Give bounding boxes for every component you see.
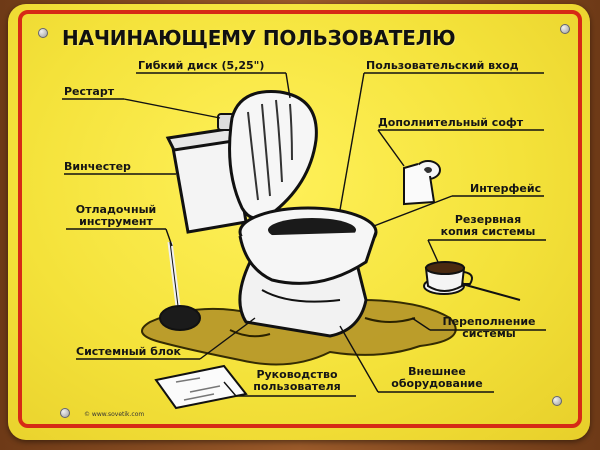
screw-top-left [38,28,48,38]
toilet-seat-lid [228,90,318,221]
label-floppy-disk: Гибкий диск (5,25") [138,59,265,72]
coffee-cup [423,261,521,301]
label-backup-line2: копия системы [440,224,536,238]
label-interface: Интерфейс [470,182,542,195]
red-sign-border [18,10,582,428]
label-user-manual: Руководство пользователя [238,369,356,392]
screw-top-right [560,24,570,34]
toilet-bowl-body [238,231,378,285]
label-hdd: Винчестер [64,160,131,173]
copyright-text: © www.sovetik.com [84,411,145,418]
label-user-login: Пользовательский вход [366,59,519,72]
screw-bottom-right [552,396,562,406]
leader-lines [62,72,546,397]
label-restart: Рестарт [64,85,115,98]
label-backup-line1: Резервная [454,213,522,226]
label-user-manual-line1: Руководство [256,368,338,381]
label-backup: Резервная копия системы [428,214,548,237]
label-debug-tool-line2: инструмент [79,214,153,228]
label-debug-tool-line1: Отладочный [75,203,157,216]
plunger [159,241,201,331]
screw-bottom-left [60,408,70,418]
toilet-pedestal-shadow [261,289,341,303]
label-external-hardware-line2: оборудование [391,376,483,390]
label-overflow-line1: Переполнение [442,315,536,328]
label-user-manual-line2: пользователя [253,379,341,393]
label-external-hardware: Внешнее оборудование [378,366,496,389]
label-external-hardware-line1: Внешнее [408,365,466,378]
label-extra-soft: Дополнительный софт [378,116,524,129]
toilet-seat-lid-stripes [247,99,293,201]
label-overflow-line2: системы [462,326,516,340]
sign-title: НАЧИНАЮЩЕМУ ПОЛЬЗОВАТЕЛЮ [62,26,456,50]
label-system-unit: Системный блок [76,345,181,358]
toilet-paper-roll [403,160,441,206]
label-debug-tool: Отладочный инструмент [64,204,168,227]
user-manual-booklet [154,364,248,410]
label-overflow: Переполнение системы [430,316,548,339]
